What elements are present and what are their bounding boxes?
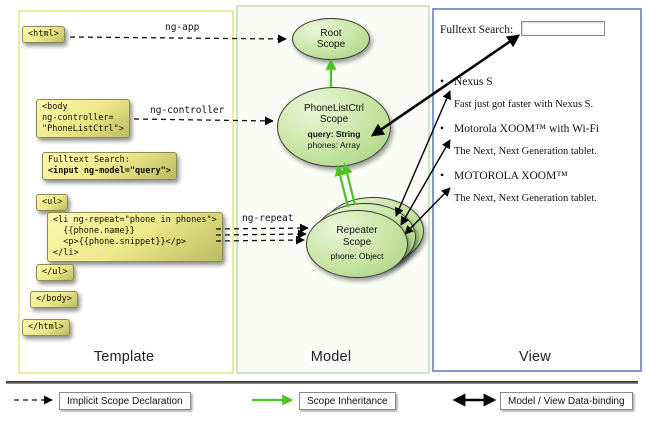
legend-scope-inheritance: Scope Inheritance [299,392,396,410]
code-ul-close: </ul> [36,264,74,282]
repeater-scope-label: Repeater Scope [336,225,378,248]
view-column-label: View [519,349,551,365]
code-li-ng-repeat: <li ng-repeat="phone in phones"> {{phone… [47,212,223,263]
view-fulltext-label: Fulltext Search: [440,24,514,36]
phone-name: MOTOROLA XOOM™ [454,170,568,182]
bullet-icon: • [440,76,445,88]
repeater-scope-ellipse: Repeater Scope phone: Object [306,210,408,278]
list-item: • Motorola XOOM™ with Wi-Fi The Next, Nex… [440,123,632,157]
phone-snippet: The Next, Next Generation tablet. [454,146,597,157]
legend-divider [6,381,638,384]
model-column-label: Model [310,349,352,365]
list-item: • Nexus S Fast just got faster with Nexus… [440,76,632,110]
model-column-frame [236,5,430,374]
query-property: query: String [307,128,361,139]
phone-name: Motorola XOOM™ with Wi-Fi [454,123,600,135]
fulltext-search-input [521,21,605,36]
legend-implicit-scope: Implicit Scope Declaration [59,392,191,410]
code-body-open: <body ng-controller= "PhoneListCtrl"> [36,99,130,139]
phone-name: Nexus S [454,76,493,88]
root-scope-label: Root Scope [316,27,346,51]
phone-property: phone: Object [330,251,384,262]
phonelistctrl-scope-label: PhoneListCtrl Scope [303,102,365,126]
ng-controller-label: ng-controller [148,105,227,116]
phone-list: • Nexus S Fast just got faster with Nexus… [440,76,632,217]
code-html-close: </html> [22,319,70,337]
code-ul-open: <ul> [36,194,69,212]
code-input-ng-model: <input ng-model="query"> [48,166,171,177]
bullet-icon: • [440,170,445,182]
template-column-frame [18,10,234,374]
code-body-close: </body> [30,291,78,309]
code-fulltext-label: Fulltext Search: [48,155,130,165]
phone-snippet: Fast just got faster with Nexus S. [454,99,594,110]
ng-app-label: ng-app [163,22,202,33]
phone-snippet: The Next, Next Generation tablet. [454,193,597,204]
phones-property: phones: Array [307,140,361,150]
template-column-label: Template [93,349,155,365]
list-item: • MOTOROLA XOOM™ The Next, Next Generatio… [440,170,632,204]
code-fulltext-search: Fulltext Search: <input ng-model="query"… [42,152,177,181]
root-scope-ellipse: Root Scope [292,18,370,60]
ng-repeat-label: ng-repeat [240,213,296,224]
bullet-icon: • [440,123,445,135]
code-html-open: <html> [22,26,65,44]
legend-data-binding: Model / View Data-binding [500,392,633,410]
phonelistctrl-scope-ellipse: PhoneListCtrl Scope query: String phones… [277,87,391,167]
